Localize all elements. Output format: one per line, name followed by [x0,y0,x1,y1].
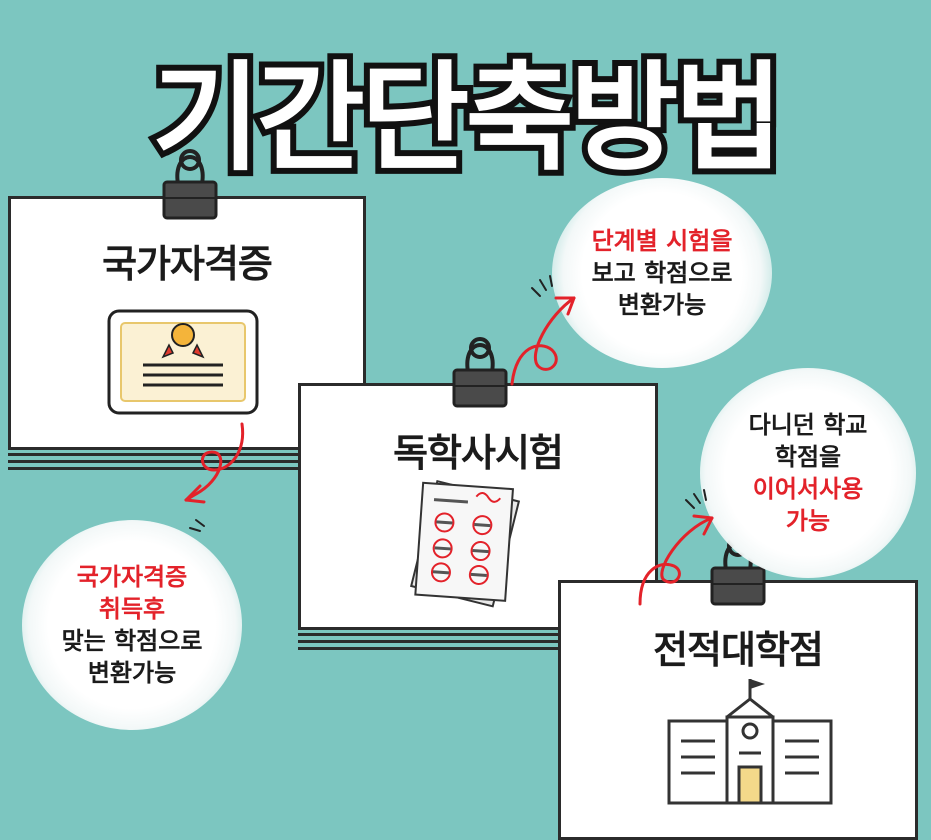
license-bubble-line4: 변환가능 [87,659,177,687]
self-study-card-title: 독학사시험 [393,431,564,475]
self-study-bubble-line3: 변환가능 [617,291,707,319]
transfer-card: 전적대학점 [558,580,918,840]
transfer-bubble-line1: 다니던 학교 [748,411,868,439]
binder-clip-icon [452,337,508,408]
card-stack-line [8,460,366,463]
self-study-bubble-line2: 보고 학점으로 [591,259,733,287]
transfer-bubble-line2: 학점을 [774,443,842,471]
page-title: 기간단축방법 [146,43,789,193]
card-stack-line [8,467,366,470]
license-card: 국가자격증 [8,196,366,450]
card-stack-line [298,647,658,650]
license-card-title: 국가자격증 [102,242,273,286]
binder-clip-icon [162,149,218,220]
exam-paper-icon [410,479,521,608]
license-bubble-line1: 국가자격증 [76,563,188,591]
certificate-icon [107,309,259,415]
self-study-bubble-line1: 단계별 시험을 [591,227,733,255]
card-stack-line [298,633,658,636]
license-bubble-line2: 취득후 [98,595,166,623]
card-stack-line [298,640,658,643]
transfer-bubble-line3: 이어서사용 [752,475,864,503]
transfer-card-title: 전적대학점 [653,628,824,672]
license-info-bubble: 국가자격증 취득후 맞는 학점으로 변환가능 [22,520,242,730]
license-bubble-line3: 맞는 학점으로 [61,627,203,655]
self-study-info-bubble: 단계별 시험을 보고 학점으로 변환가능 [552,178,772,368]
school-building-icon [667,679,833,805]
transfer-info-bubble: 다니던 학교 학점을 이어서사용 가능 [700,368,916,578]
card-stack-line [8,453,366,456]
transfer-bubble-line4: 가능 [785,507,831,535]
